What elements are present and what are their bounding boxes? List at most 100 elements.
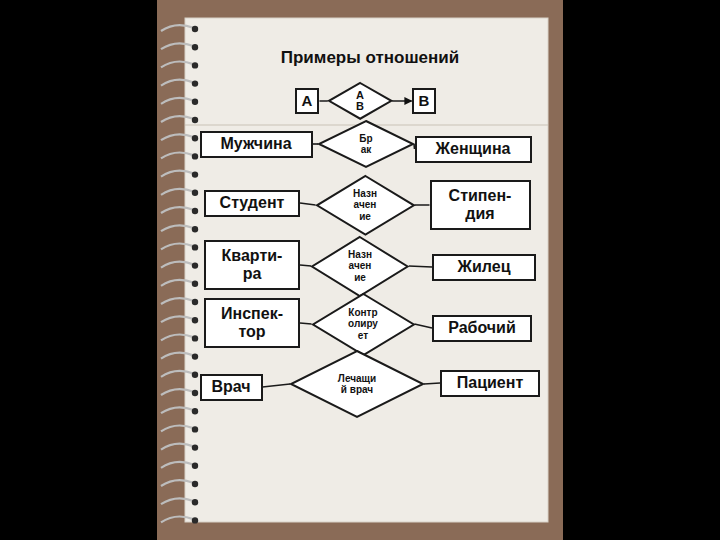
connector-line	[409, 266, 432, 267]
relationship-diamond: А В	[328, 82, 392, 120]
relationship-label: Назн ачен ие	[350, 188, 380, 223]
connector-line	[300, 322, 312, 325]
spiral-hole	[192, 44, 198, 50]
entity-label: А	[302, 92, 313, 109]
text-holder: Назн ачен ие	[345, 249, 375, 284]
text-holder: Жилец	[458, 258, 511, 276]
entity-box: Врач	[200, 374, 263, 401]
relationship-label: Назн ачен ие	[345, 249, 375, 284]
spiral-hole	[192, 299, 198, 305]
spiral-hole	[192, 262, 198, 268]
spiral-hole	[192, 62, 198, 68]
spiral-wire	[161, 335, 194, 341]
spiral-hole	[192, 517, 198, 523]
spiral-wire	[161, 426, 194, 432]
spiral-wire	[161, 517, 194, 523]
entity-label: Женщина	[436, 140, 511, 158]
entity-label: Стипен- дия	[440, 187, 520, 224]
text-holder: Студент	[220, 194, 285, 212]
spiral-hole	[192, 135, 198, 141]
spiral-hole	[192, 99, 198, 105]
entity-label: Жилец	[458, 258, 511, 276]
text-holder: Бр ак	[355, 133, 377, 156]
spiral-hole	[192, 353, 198, 359]
text-holder: В	[419, 92, 430, 109]
entity-box: Кварти- ра	[204, 240, 300, 290]
entity-label: Пациент	[457, 374, 523, 392]
spiral-hole	[192, 153, 198, 159]
text-holder: Контр олиру ет	[346, 307, 380, 342]
connector-line	[263, 384, 291, 387]
text-holder: Кварти- ра	[214, 247, 290, 284]
text-holder: Лечащи й врач	[335, 373, 379, 396]
spiral-hole	[192, 26, 198, 32]
spiral-wire	[161, 444, 194, 450]
spiral-wire	[161, 134, 194, 140]
spiral-wire	[161, 316, 194, 322]
entity-box: Студент	[204, 190, 300, 217]
spiral-wire	[161, 407, 194, 413]
spiral-wire	[161, 262, 194, 268]
spiral-hole	[192, 171, 198, 177]
spiral-wire	[161, 62, 194, 68]
spiral-wire	[161, 189, 194, 195]
text-holder: Врач	[211, 378, 250, 396]
spiral-wire	[161, 43, 194, 49]
spiral-wire	[161, 25, 194, 31]
spiral-wire	[161, 80, 194, 86]
spiral-wire	[161, 98, 194, 104]
spiral-wire	[161, 171, 194, 177]
connector-line	[300, 203, 316, 205]
spiral-wire	[161, 244, 194, 250]
entity-label: Студент	[220, 194, 285, 212]
spiral-wire	[161, 389, 194, 395]
diamond-shape	[317, 176, 414, 235]
entity-box: Рабочий	[432, 315, 532, 342]
diamond-shape	[313, 294, 414, 355]
entity-label: Мужчина	[220, 135, 291, 153]
relationship-diamond: Назн ачен ие	[316, 175, 415, 236]
text-holder: Инспек- тор	[214, 305, 290, 342]
entity-box: Мужчина	[200, 131, 313, 158]
spiral-hole	[192, 390, 198, 396]
spiral-wire	[161, 116, 194, 122]
diamond-shape	[291, 351, 423, 417]
entity-label: В	[419, 92, 430, 109]
text-holder: А	[302, 92, 313, 109]
text-holder: Пациент	[457, 374, 523, 392]
text-holder: Назн ачен ие	[350, 188, 380, 223]
entity-label: Рабочий	[448, 319, 516, 337]
entity-box: В	[412, 88, 437, 113]
spiral-hole	[192, 463, 198, 469]
diamond-shape	[312, 237, 408, 296]
relationship-diamond: Назн ачен ие	[311, 236, 409, 297]
spiral-hole	[192, 372, 198, 378]
diamond-shape	[329, 83, 391, 119]
spiral-hole	[192, 426, 198, 432]
spiral-hole	[192, 499, 198, 505]
notebook-paper	[185, 18, 548, 522]
relationship-diamond: Бр ак	[318, 120, 414, 168]
spiral-hole	[192, 444, 198, 450]
spiral-wire	[161, 353, 194, 359]
relationship-label: Контр олиру ет	[346, 307, 380, 342]
connector-line	[424, 383, 440, 384]
relationship-diamond: Лечащи й врач	[290, 350, 424, 418]
diagram-title: Примеры отношений	[281, 48, 459, 68]
spiral-hole	[192, 481, 198, 487]
spiral-wire	[161, 207, 194, 213]
spiral-wire	[161, 225, 194, 231]
spiral-hole	[192, 335, 198, 341]
spiral-hole	[192, 317, 198, 323]
spiral-hole	[192, 408, 198, 414]
spiral-wire	[161, 480, 194, 486]
connector-line	[392, 100, 411, 102]
entity-box: Женщина	[415, 136, 532, 163]
relationship-label: Лечащи й врач	[335, 373, 379, 396]
entity-box: Жилец	[432, 254, 536, 281]
spiral-wire	[161, 298, 194, 304]
entity-label: Врач	[211, 378, 250, 396]
entity-box: Стипен- дия	[430, 180, 531, 230]
